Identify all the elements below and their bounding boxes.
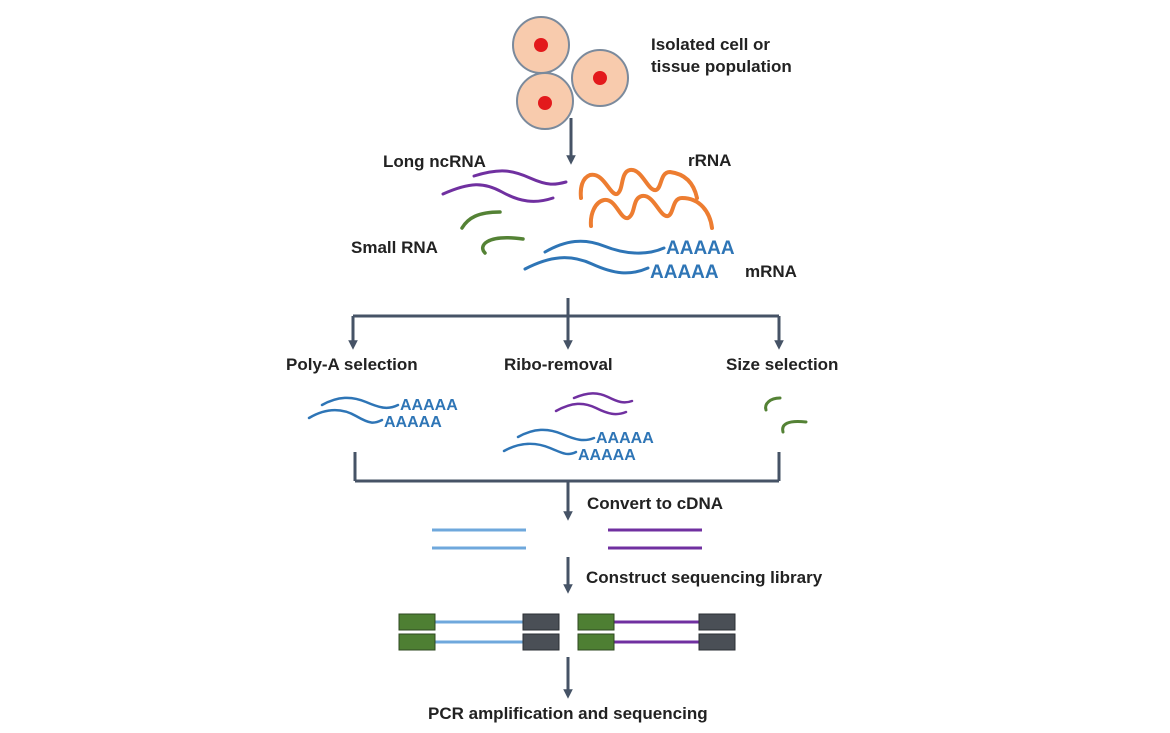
- mrna-strand: [502, 442, 578, 456]
- adapter-dark: [522, 613, 560, 631]
- small-rna-label: Small RNA: [351, 238, 438, 257]
- cdna-strands: [432, 528, 702, 550]
- long-ncrna-strand: [572, 392, 634, 404]
- mrna-strand: [516, 428, 596, 442]
- poly-a-result: [307, 396, 400, 424]
- adapter-dark: [522, 633, 560, 651]
- small-rna-strand: [481, 236, 525, 255]
- small-rna-strand: [460, 210, 502, 230]
- cell-population: [512, 16, 629, 130]
- rrna-label: rRNA: [688, 151, 731, 170]
- size-selection-label: Size selection: [726, 355, 838, 374]
- merge-connector: [353, 452, 781, 521]
- cell-nucleus: [534, 38, 548, 52]
- pcr-sequencing-label: PCR amplification and sequencing: [428, 704, 708, 723]
- adapter-green: [398, 613, 436, 631]
- adapter-green: [577, 613, 615, 631]
- ribo-removal-result: [502, 392, 634, 456]
- long-ncrna-label: Long ncRNA: [383, 152, 486, 171]
- cells-label-line2: tissue population: [651, 57, 792, 76]
- small-rna-strand: [764, 396, 782, 412]
- adapter-green: [577, 633, 615, 651]
- branch-connector: [348, 298, 784, 350]
- size-selection-result: [764, 396, 808, 434]
- rrna-strand: [578, 168, 699, 200]
- sequencing-library: [398, 613, 736, 651]
- poly-a-tail: AAAAA: [384, 414, 442, 431]
- mrna-strands: [523, 239, 666, 275]
- cells-label-line1: Isolated cell or: [651, 35, 770, 54]
- long-ncrna-strand: [554, 402, 628, 416]
- mrna-strand: [523, 256, 650, 275]
- rrna-strand: [588, 194, 714, 230]
- ribo-removal-label: Ribo-removal: [504, 355, 613, 374]
- poly-a-selection-label: Poly-A selection: [286, 355, 418, 374]
- mrna-strand: [307, 409, 384, 424]
- rrna-strands: [578, 168, 714, 230]
- small-rna-strands: [460, 210, 525, 255]
- adapter-green: [398, 633, 436, 651]
- long-ncrna-strand: [441, 183, 555, 203]
- mrna-label: mRNA: [745, 262, 797, 281]
- poly-a-tail: AAAAA: [578, 447, 636, 464]
- mrna-strand: [320, 396, 400, 410]
- cell-nucleus: [538, 96, 552, 110]
- adapter-dark: [698, 613, 736, 631]
- long-ncrna-strands: [441, 169, 568, 203]
- mrna-strand: [543, 239, 666, 255]
- mrna-poly-a-tail: AAAAA: [650, 262, 719, 283]
- adapter-dark: [698, 633, 736, 651]
- small-rna-strand: [781, 420, 808, 434]
- poly-a-tail: AAAAA: [596, 430, 654, 447]
- mrna-poly-a-tail: AAAAA: [666, 238, 735, 259]
- convert-to-cdna-label: Convert to cDNA: [587, 494, 723, 513]
- cell-nucleus: [593, 71, 607, 85]
- poly-a-tail: AAAAA: [400, 397, 458, 414]
- long-ncrna-strand: [472, 169, 568, 186]
- construct-library-label: Construct sequencing library: [586, 568, 823, 587]
